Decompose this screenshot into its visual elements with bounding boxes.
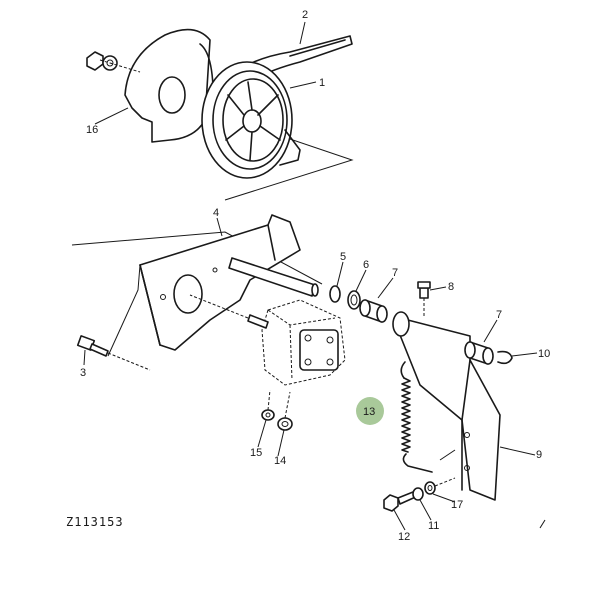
- callout-7b: 7: [496, 309, 502, 321]
- pulley-inner-rim: [222, 78, 284, 162]
- callout-17: 17: [451, 499, 463, 511]
- callout-14: 14: [274, 455, 286, 467]
- pulley-hub: [242, 109, 262, 133]
- callout-7a: 7: [392, 267, 398, 279]
- mounting-plate: [71, 214, 323, 351]
- callout-8: 8: [448, 281, 454, 293]
- plate-frame: [71, 231, 323, 285]
- callout-highlight-13: [356, 397, 384, 425]
- callout-labels: 1 2 3 4 5 6 7 8 7 10 9 13 15 14 16 17 11…: [80, 9, 550, 543]
- callout-1: 1: [319, 77, 325, 89]
- pivot-shaft: [228, 257, 319, 297]
- callout-10: 10: [538, 348, 550, 360]
- nut-washer-set: [86, 51, 141, 73]
- pulley-groove: [212, 70, 288, 170]
- reference-code: Z113153: [66, 515, 124, 529]
- bolt-12-washers: [383, 477, 456, 512]
- bushing-clip: [464, 341, 513, 365]
- plate-pump-hole: [173, 274, 203, 314]
- grease-fitting-8: [417, 281, 431, 318]
- callout-2: 2: [302, 9, 308, 21]
- plate-bolt-hole: [160, 294, 166, 300]
- leader-lines: [83, 21, 546, 531]
- callout-13: 13: [363, 406, 375, 418]
- callout-16: 16: [86, 124, 98, 136]
- pulley-spokes: [225, 81, 281, 161]
- plate-body: [139, 214, 301, 351]
- tensioner-arm-9: [392, 311, 501, 501]
- callout-9: 9: [536, 449, 542, 461]
- shield-hub-hole: [158, 76, 186, 114]
- callout-3: 3: [80, 367, 86, 379]
- tension-spring-13: [400, 361, 433, 473]
- callout-6: 6: [363, 259, 369, 271]
- hydraulic-pump: [189, 294, 346, 386]
- washer-11: [412, 487, 424, 501]
- callout-12: 12: [398, 531, 410, 543]
- pulley-assembly: [86, 28, 354, 201]
- pulley-mount-bracket: [279, 129, 301, 166]
- washer-nut-14-15: [261, 389, 293, 431]
- callout-15: 15: [250, 447, 262, 459]
- callout-4: 4: [213, 207, 219, 219]
- bolt-3: [76, 335, 151, 371]
- washer-17: [424, 481, 436, 495]
- washer-5: [329, 285, 341, 303]
- callout-11: 11: [428, 520, 439, 532]
- shaft-parts: [329, 285, 388, 323]
- washer-6: [347, 290, 361, 310]
- callout-5: 5: [340, 251, 346, 263]
- belt-edge: [289, 39, 346, 57]
- plate-fold: [139, 224, 276, 346]
